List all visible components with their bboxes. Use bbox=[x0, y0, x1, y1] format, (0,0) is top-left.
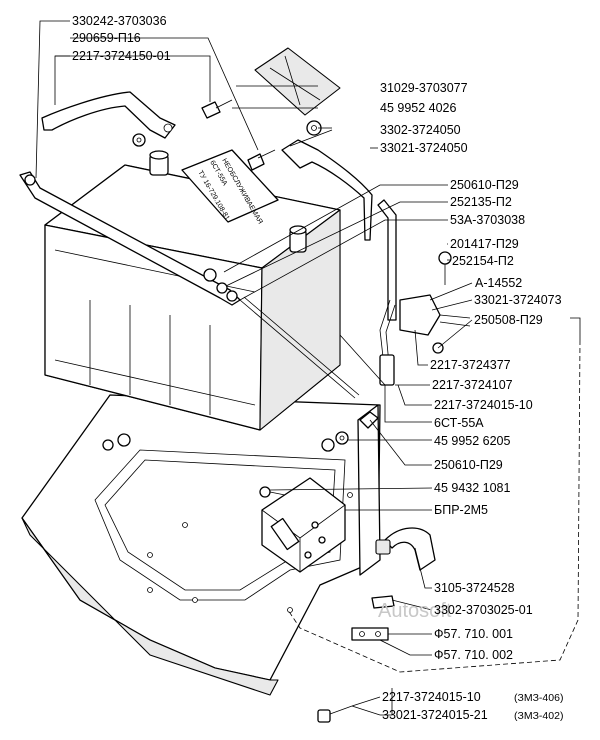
label-zmz-402-note: (ЗМЗ-402) bbox=[514, 710, 563, 722]
label-33021-3724050: 33021-3724050 bbox=[380, 141, 468, 155]
label-3105-3724528: 3105-3724528 bbox=[434, 581, 515, 595]
label-3302-3703025-01: 3302-3703025-01 bbox=[434, 603, 533, 617]
label-290659-p16: 290659-П16 bbox=[72, 31, 141, 45]
part-labels: 330242-3703036 290659-П16 2217-3724150-0… bbox=[72, 14, 563, 722]
label-33021-3724073: 33021-3724073 bbox=[474, 293, 562, 307]
label-201417-p29: 201417-П29 bbox=[450, 237, 519, 251]
label-3302-3724050: 3302-3724050 bbox=[380, 123, 461, 137]
label-bpr-2m5: БПР-2М5 bbox=[434, 503, 488, 517]
leader-lines bbox=[35, 20, 581, 716]
battery-tray bbox=[21, 394, 381, 696]
label-2217-3724015-10-lower: 2217-3724015-10 bbox=[382, 690, 481, 704]
watermark-text: Autosoft bbox=[378, 600, 452, 622]
label-250508-p29: 250508-П29 bbox=[474, 313, 543, 327]
label-330242-3703036: 330242-3703036 bbox=[72, 14, 167, 28]
label-252154-p2: 252154-П2 bbox=[452, 254, 514, 268]
label-2217-3724150-01: 2217-3724150-01 bbox=[72, 49, 171, 63]
label-f57-710-001: Ф57. 710. 001 bbox=[434, 627, 513, 641]
cables-and-hardware bbox=[19, 47, 471, 723]
label-250610-p29-top: 250610-П29 bbox=[450, 178, 519, 192]
label-45-9432-1081: 45 9432 1081 bbox=[434, 481, 511, 495]
label-252135-p2: 252135-П2 bbox=[450, 195, 512, 209]
label-2217-3724015-10-upper: 2217-3724015-10 bbox=[434, 398, 533, 412]
label-33021-3724015-21: 33021-3724015-21 bbox=[382, 708, 488, 722]
label-a-14552: А-14552 bbox=[475, 276, 522, 290]
label-zmz-406-note: (ЗМЗ-406) bbox=[514, 692, 563, 704]
label-2217-3724377: 2217-3724377 bbox=[430, 358, 511, 372]
label-45-9952-4026: 45 9952 4026 bbox=[380, 101, 457, 115]
label-250610-p29-lower: 250610-П29 bbox=[434, 458, 503, 472]
label-6ct-55a: 6СТ-55А bbox=[434, 416, 484, 430]
label-31029-3703077: 31029-3703077 bbox=[380, 81, 468, 95]
label-f57-710-002: Ф57. 710. 002 bbox=[434, 648, 513, 662]
label-2217-3724107: 2217-3724107 bbox=[432, 378, 513, 392]
label-53a-3703038: 53А-3703038 bbox=[450, 213, 525, 227]
battery: 6СТ-55А НЕОБСЛУЖИВАЕМАЯ ТУ 16-729.108-81 bbox=[44, 149, 341, 431]
label-45-9952-6205: 45 9952 6205 bbox=[434, 434, 511, 448]
